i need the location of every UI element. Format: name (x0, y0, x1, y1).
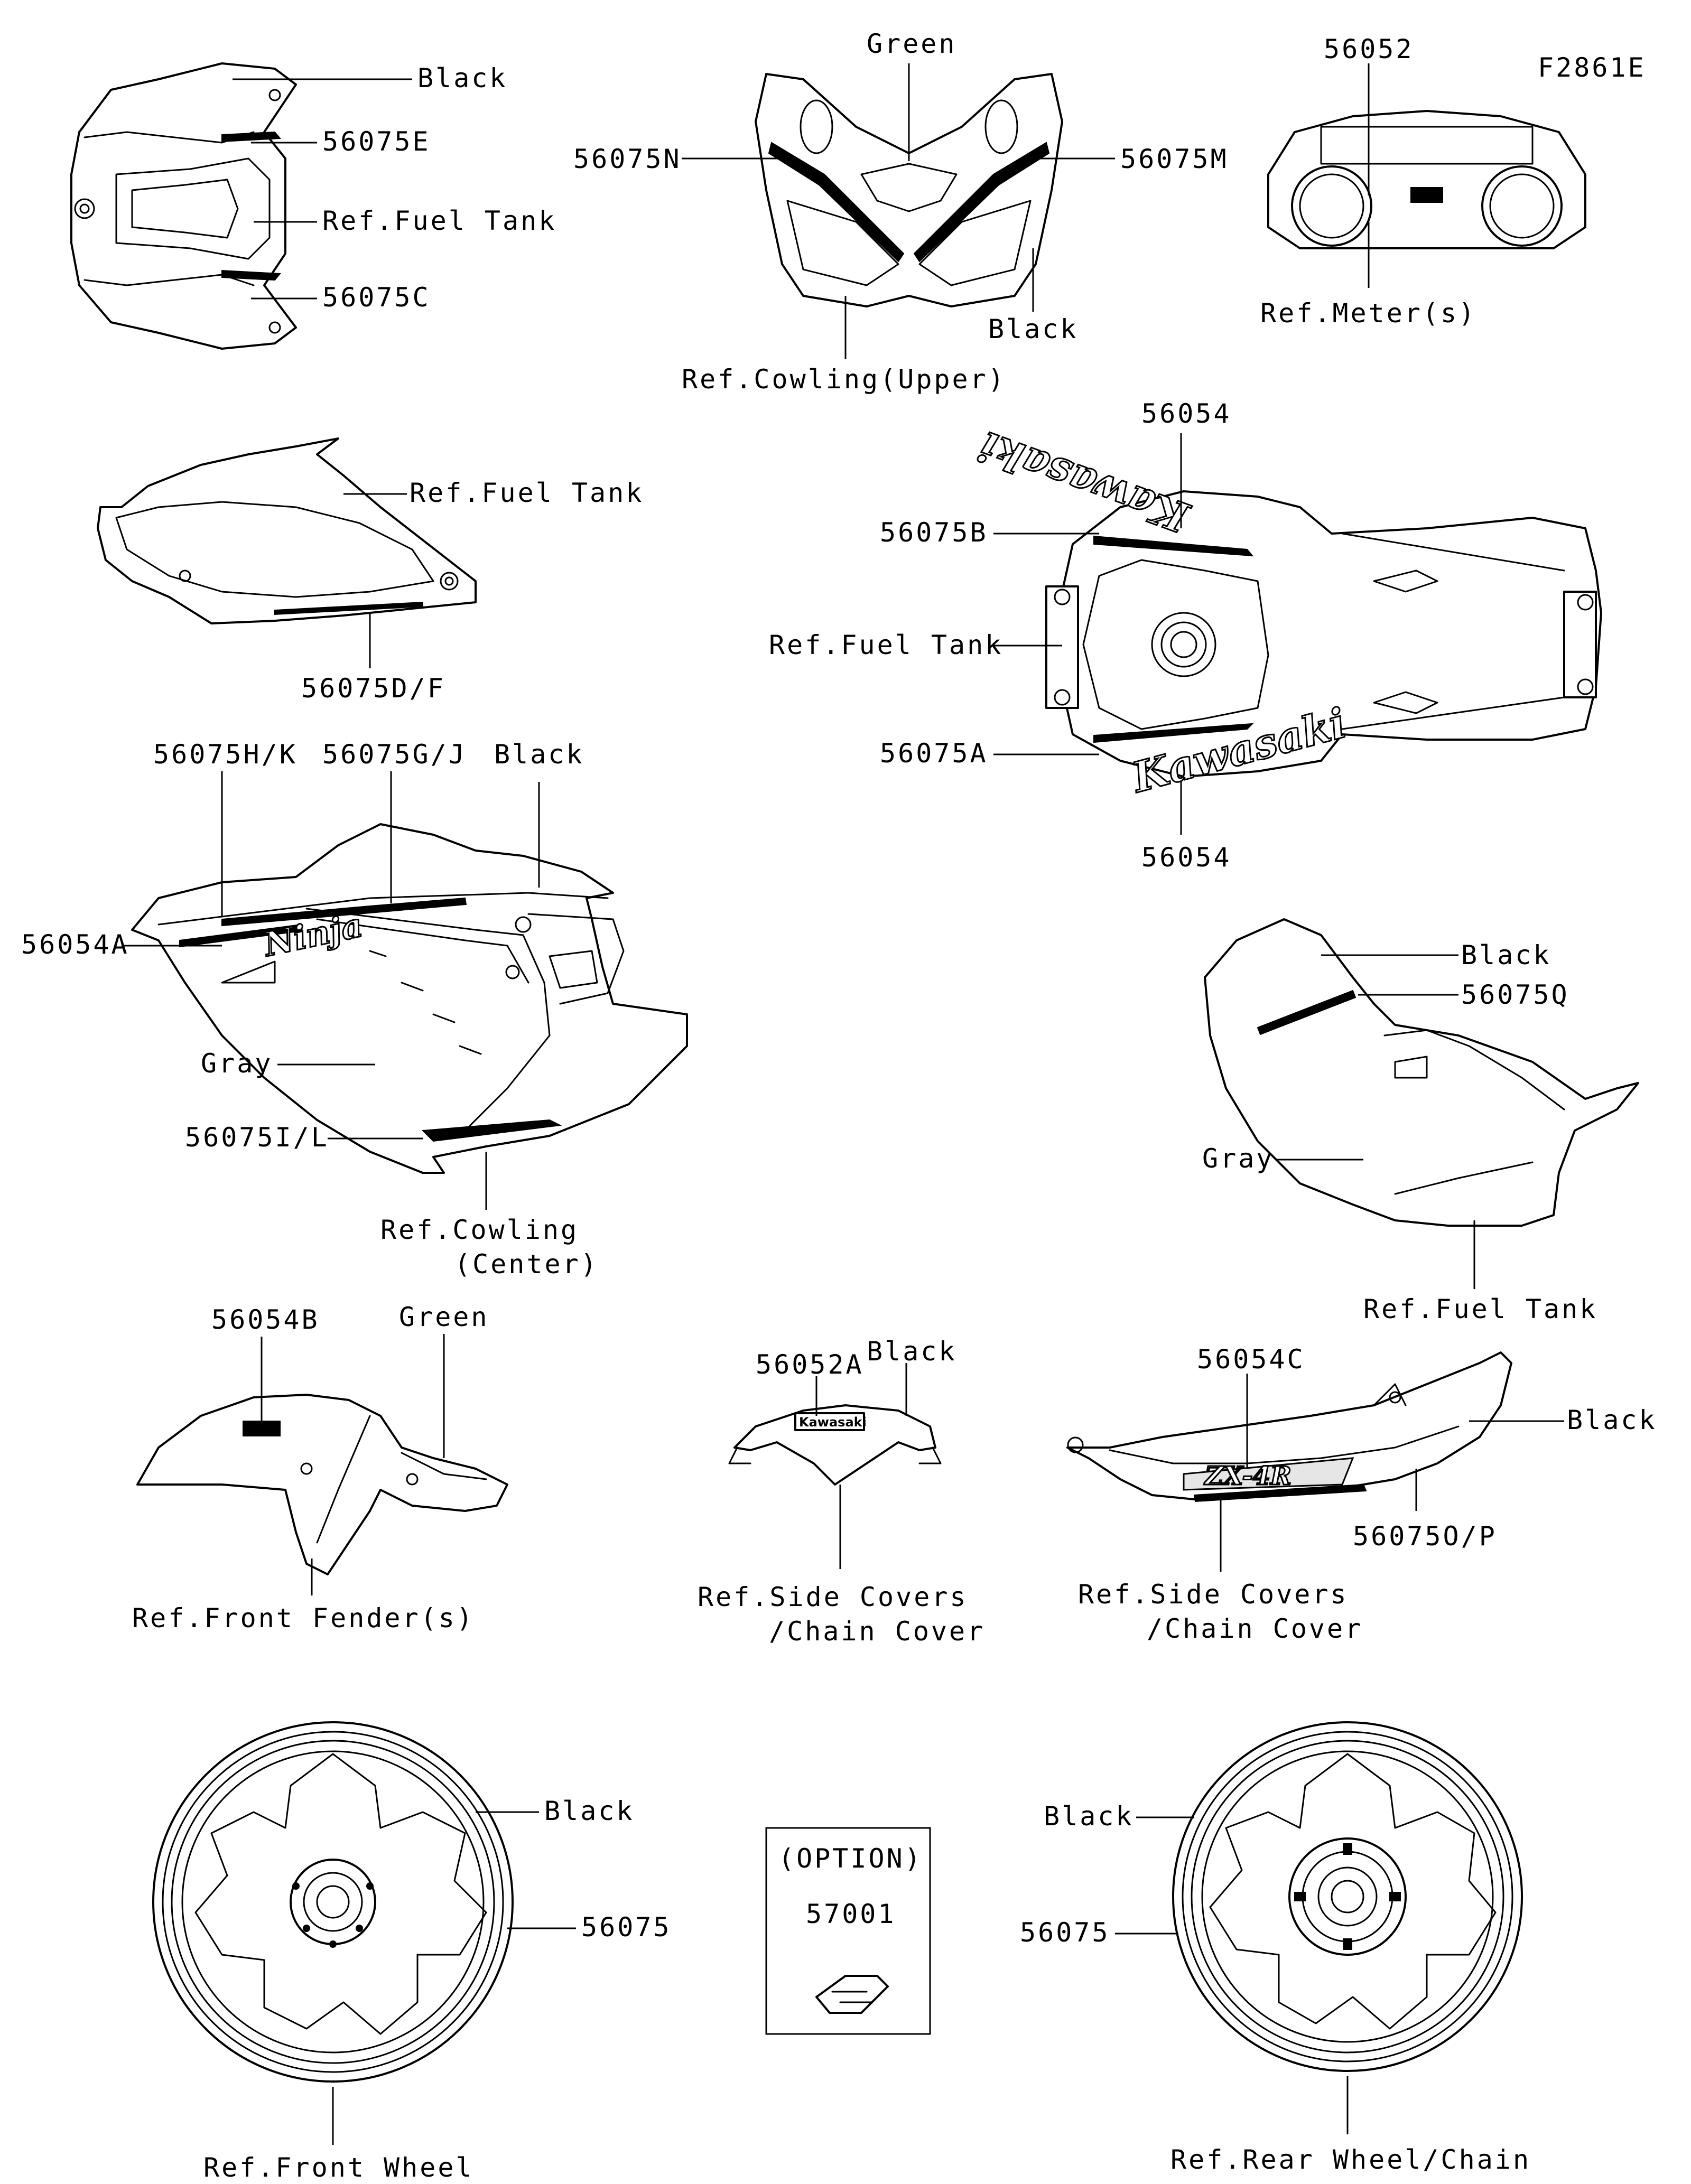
front-wheel-illustration (152, 1721, 514, 2083)
label-sc-ref-2: /Chain Cover (769, 1616, 985, 1647)
label-56075n: 56075N (573, 144, 682, 174)
label-ff-ref: Ref.Front Fender(s) (132, 1603, 475, 1634)
rear-wheel-illustration (1172, 1721, 1523, 2072)
label-cc-gray: Gray (201, 1048, 273, 1079)
label-cowl-ref: Ref.Cowling(Upper) (682, 364, 1006, 395)
label-fw-56075: 56075 (581, 1912, 672, 1943)
label-56054-lower: 56054 (1141, 842, 1232, 873)
label-56054-upper: 56054 (1141, 398, 1232, 429)
label-56054c: 56054C (1197, 1344, 1305, 1375)
front-fender-illustration (136, 1394, 508, 1575)
label-tank-top-ref: Ref.Fuel Tank (769, 630, 1003, 660)
option-box (765, 1827, 931, 2035)
meter-illustration (1267, 110, 1586, 249)
label-rt-ref: Ref.Fuel Tank (1363, 1294, 1597, 1324)
label-sc-black: Black (867, 1336, 957, 1367)
label-rw-56075: 56075 (1020, 1917, 1110, 1948)
label-56075gj: 56075G/J (322, 739, 467, 770)
label-56075c: 56075C (322, 282, 431, 313)
label-fw-ref: Ref.Front Wheel (203, 2152, 474, 2183)
tail-cover-illustration: ZX-4R (1066, 1351, 1512, 1502)
label-option: (OPTION) (778, 1843, 923, 1874)
label-rt-gray: Gray (1202, 1143, 1274, 1174)
kawasaki-decal-upper: Kawasaki (973, 422, 1196, 542)
label-56054b: 56054B (211, 1304, 320, 1335)
label-56052: 56052 (1324, 34, 1414, 64)
label-rt-black: Black (1461, 940, 1551, 970)
label-56075df: 56075D/F (301, 673, 445, 704)
label-cowl-black: Black (988, 314, 1079, 344)
fuel-tank-top-illustration: Kawasaki Kawasaki (972, 421, 1602, 803)
label-cc-black: Black (494, 739, 584, 770)
label-56052a: 56052A (756, 1349, 864, 1380)
label-top-tank-ref: Ref.Fuel Tank (322, 206, 556, 236)
fuel-tank-rear-illustration (1204, 918, 1639, 1227)
label-tail-black: Black (1567, 1405, 1657, 1435)
label-cc-ref-2: (Center) (454, 1249, 599, 1280)
label-tail-ref-2: /Chain Cover (1147, 1613, 1363, 1644)
label-rw-black: Black (1044, 1801, 1134, 1832)
fuel-tank-top-view-illustration (70, 62, 297, 350)
label-cc-ref-1: Ref.Cowling (380, 1215, 579, 1245)
label-tank-side-ref: Ref.Fuel Tank (410, 478, 644, 508)
label-57001: 57001 (806, 1899, 896, 1929)
label-56075il: 56075I/L (185, 1122, 329, 1153)
label-56075hk: 56075H/K (153, 739, 298, 770)
kawasaki-decal-side-cover: Kawasaki (799, 1415, 867, 1430)
label-rw-ref: Ref.Rear Wheel/Chain (1170, 2144, 1531, 2175)
label-56075q: 56075Q (1461, 979, 1569, 1010)
side-cover-illustration: Kawasaki (728, 1404, 942, 1486)
label-56075m: 56075M (1120, 144, 1229, 174)
fuel-tank-side-illustration (97, 437, 477, 624)
label-cowl-green: Green (867, 29, 957, 59)
label-top-tank-black: Black (417, 63, 508, 94)
center-cowling-illustration: Ninja (131, 823, 688, 1174)
label-56075a: 56075A (880, 738, 988, 769)
label-meter-ref: Ref.Meter(s) (1260, 298, 1476, 329)
label-ff-green: Green (399, 1302, 489, 1332)
label-56075b: 56075B (880, 517, 988, 548)
label-tail-ref-1: Ref.Side Covers (1078, 1579, 1349, 1610)
label-sc-ref-1: Ref.Side Covers (698, 1582, 968, 1612)
figure-code: F2861E (1538, 52, 1646, 83)
label-56075op: 56075O/P (1353, 1521, 1497, 1552)
label-56054a: 56054A (21, 929, 129, 960)
label-56075e: 56075E (322, 126, 431, 157)
label-fw-black: Black (544, 1796, 635, 1826)
